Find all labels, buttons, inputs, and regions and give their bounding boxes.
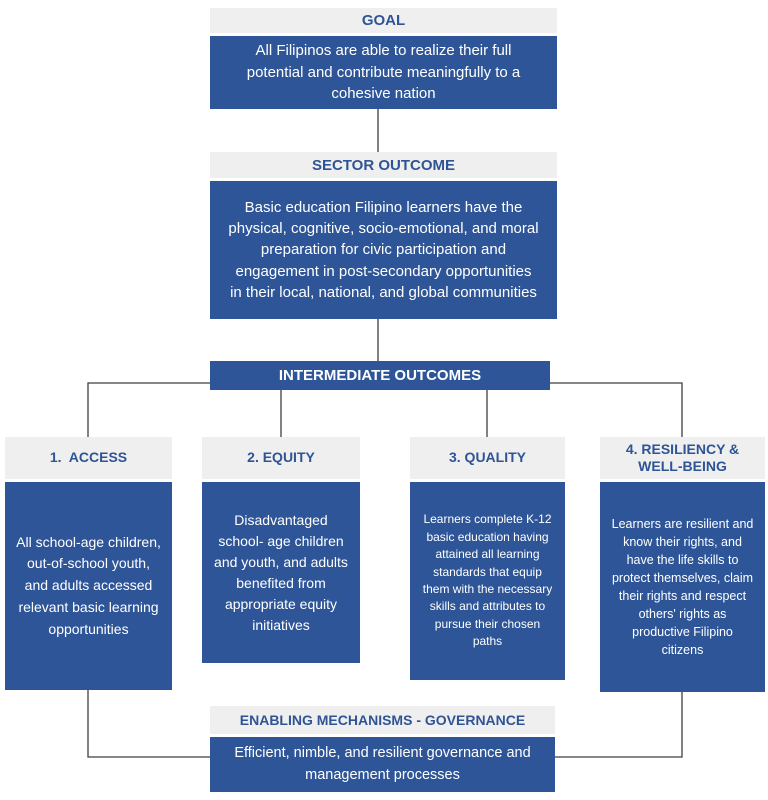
outcome-equity-header: 2. EQUITY xyxy=(202,437,360,479)
outcome-resiliency-header: 4. RESILIENCY & WELL-BEING xyxy=(600,437,765,479)
outcome-quality-header: 3. QUALITY xyxy=(410,437,565,479)
enabling-mechanisms-title: ENABLING MECHANISMS - GOVERNANCE xyxy=(239,712,526,728)
goal-body: All Filipinos are able to realize their … xyxy=(210,36,557,109)
intermediate-outcomes-bar: INTERMEDIATE OUTCOMES xyxy=(210,361,550,390)
outcome-access-header: 1. ACCESS xyxy=(5,437,172,479)
enabling-mechanisms-header: ENABLING MECHANISMS - GOVERNANCE xyxy=(210,706,555,734)
outcome-resiliency-title: 4. RESILIENCY & WELL-BEING xyxy=(625,440,740,475)
outcome-equity-title: 2. EQUITY xyxy=(247,449,315,466)
outcome-equity-body: Disadvantaged school- age children and y… xyxy=(202,482,360,663)
line-intermediate-to-resiliency xyxy=(550,382,683,437)
outcome-resiliency-body: Learners are resilient and know their ri… xyxy=(600,482,765,692)
line-intermediate-to-access xyxy=(87,382,210,437)
sector-outcome-header: SECTOR OUTCOME xyxy=(210,152,557,178)
goal-header: GOAL xyxy=(210,8,557,33)
enabling-mechanisms-body: Efficient, nimble, and resilient governa… xyxy=(210,737,555,792)
outcome-quality-title: 3. QUALITY xyxy=(448,449,526,466)
sector-outcome-title: SECTOR OUTCOME xyxy=(311,156,456,174)
line-resiliency-to-enabling xyxy=(555,692,683,758)
line-access-to-enabling xyxy=(87,690,210,758)
goal-title: GOAL xyxy=(361,12,406,29)
outcome-access-body: All school-age children, out-of-school y… xyxy=(5,482,172,690)
outcome-access-title: 1. ACCESS xyxy=(49,449,128,466)
sector-outcome-body: Basic education Filipino learners have t… xyxy=(210,181,557,319)
outcome-quality-body: Learners complete K-12 basic education h… xyxy=(410,482,565,680)
intermediate-outcomes-title: INTERMEDIATE OUTCOMES xyxy=(278,367,482,384)
